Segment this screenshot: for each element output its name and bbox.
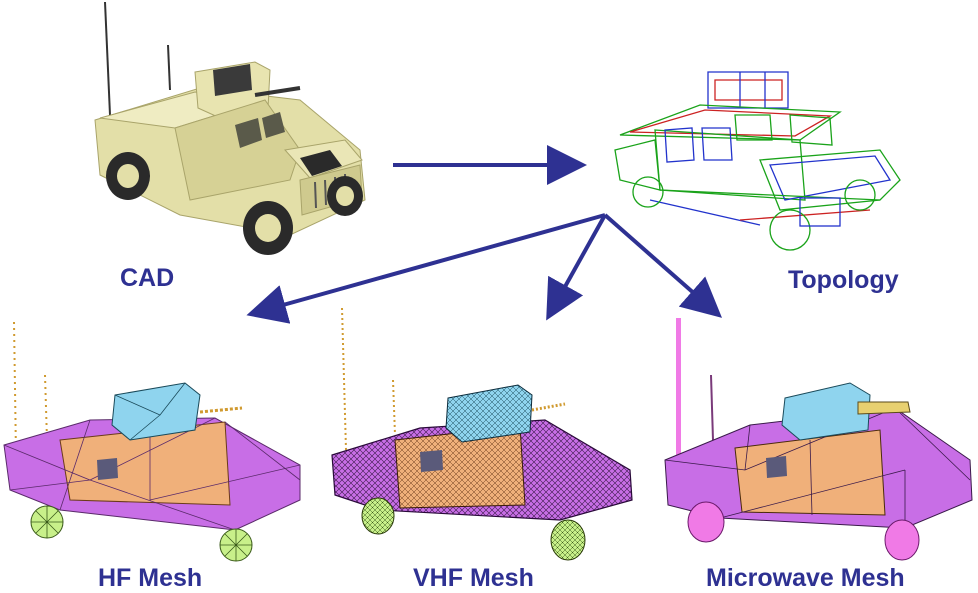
- humvee-vhf-mesh: [331, 307, 633, 561]
- label-cad: CAD: [120, 264, 175, 292]
- humvee-hf-mesh: [3, 321, 301, 562]
- flow-arrows: [246, 145, 723, 324]
- humvee-cad-model: [94, 1, 366, 255]
- label-hf-mesh: HF Mesh: [98, 564, 203, 592]
- label-topology: Topology: [788, 266, 899, 294]
- label-microwave-mesh: Microwave Mesh: [706, 564, 905, 592]
- arrow-topology-to-hf: [246, 213, 606, 324]
- arrow-topology-to-microwave: [603, 213, 723, 318]
- humvee-microwave-mesh: [664, 318, 973, 561]
- arrow-topology-to-vhf: [546, 214, 607, 321]
- humvee-wireframe-topology: [614, 71, 901, 251]
- label-vhf-mesh: VHF Mesh: [413, 564, 534, 592]
